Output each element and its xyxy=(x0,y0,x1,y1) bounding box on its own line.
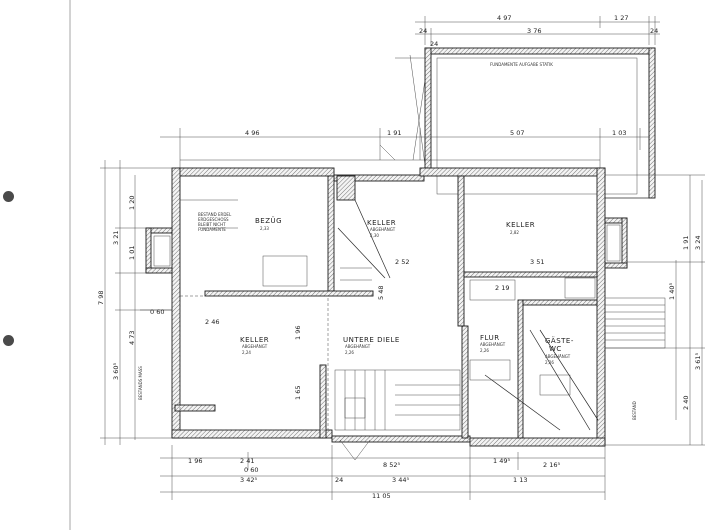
dim-top-3-76: 3 76 xyxy=(527,27,541,35)
dim-left-3-60: 3 60⁵ xyxy=(112,363,120,380)
binder-hole-bottom xyxy=(3,335,14,346)
room-gaeste-name: GÄSTE- xyxy=(545,336,574,345)
dim-left-3-21: 3 21 xyxy=(112,231,120,245)
dim-bot-1-13: 1 13 xyxy=(513,476,527,484)
dim-left-0-60: 0 60 xyxy=(150,308,164,316)
dim-mid-1-03: 1 03 xyxy=(612,129,626,137)
note-fundament: FUNDAMENTE AUFGABE STATIK xyxy=(490,62,553,67)
dim-in-2-19: 2 19 xyxy=(495,284,509,292)
dim-right-1-91: 1 91 xyxy=(682,236,690,250)
dim-bot-2-41: 2 41 xyxy=(240,457,254,465)
dim-bot-1-49: 1 49⁵ xyxy=(493,457,510,465)
dim-mid-1-91: 1 91 xyxy=(387,129,401,137)
room-untere-diele-area: 2,26 xyxy=(345,350,354,355)
dim-bot-8-52: 8 52⁵ xyxy=(383,461,400,469)
dim-in-1-96: 1 96 xyxy=(294,326,302,340)
dim-top-1-27: 1 27 xyxy=(614,14,628,22)
dim-bot-3-42: 3 42⁵ xyxy=(240,476,257,484)
room-keller-small-area: 2,30 xyxy=(370,233,379,238)
annex-foundation xyxy=(395,47,656,199)
dim-top-4-97: 4 97 xyxy=(497,14,511,22)
dim-top-24b: 24 xyxy=(650,27,658,35)
room-keller-main-area: 2,24 xyxy=(242,350,251,355)
room-gaeste-name2: WC xyxy=(549,345,562,353)
outer-walls xyxy=(171,167,606,447)
dim-left-4-73: 4 73 xyxy=(128,331,136,345)
note-left-vertical: BESTANDS MASS xyxy=(138,366,143,400)
bottom-dimension-lines xyxy=(160,439,606,500)
room-keller-right-area: 2,82 xyxy=(510,230,519,235)
dim-mid-4-96: 4 96 xyxy=(245,129,259,137)
note-bestand-1: BESTAND ERDEL xyxy=(198,212,232,217)
dim-in-2-46: 2 46 xyxy=(205,318,219,326)
top-dimension-lines xyxy=(415,16,660,45)
room-keller-small-name: KELLER xyxy=(367,219,396,227)
note-bestand-3: BLEIBT NICHT xyxy=(198,222,226,227)
room-keller-small-flag: ABGEHÄNGT xyxy=(370,227,396,232)
diagonal-lines xyxy=(337,144,599,431)
binder-hole-top xyxy=(3,191,14,202)
dim-bot-24: 24 xyxy=(335,476,343,484)
room-gaeste-area: 2,26 xyxy=(545,360,554,365)
dim-top-24c: 24 xyxy=(430,40,438,48)
dim-in-2-52: 2 52 xyxy=(395,258,409,266)
dim-bot-1-96: 1 96 xyxy=(188,457,202,465)
room-untere-diele-name: UNTERE DIELE xyxy=(343,336,400,344)
room-keller-right-name: KELLER xyxy=(506,221,535,229)
dim-right-2-40: 2 40 xyxy=(682,396,690,410)
note-right-vertical: BESTAND xyxy=(632,401,637,420)
right-dimension-lines xyxy=(605,174,705,446)
dim-bot-11-05: 11 05 xyxy=(372,492,391,500)
room-flur-name: FLUR xyxy=(480,334,500,342)
room-keller-main-flag: ABGEHÄNGT xyxy=(242,344,268,349)
dim-mid-5-07: 5 07 xyxy=(510,129,524,137)
note-bestand-2: ERDGESCHOSS xyxy=(198,217,229,222)
right-terrace xyxy=(604,297,666,349)
dim-right-3-24: 3 24 xyxy=(694,236,702,250)
dim-in-3-51: 3 51 xyxy=(530,258,544,266)
dim-right-1-40: 1 40⁵ xyxy=(668,283,676,300)
room-flur-flag: ABGEHÄNGT xyxy=(480,342,506,347)
dim-left-1-20: 1 20 xyxy=(128,196,136,210)
left-bay xyxy=(145,227,173,274)
dim-in-1-65: 1 65 xyxy=(294,386,302,400)
room-bezug-name: BEZÜG xyxy=(255,216,282,225)
right-bay xyxy=(604,217,628,269)
dim-in-5-48: 5 48 xyxy=(377,286,385,300)
room-outlines xyxy=(179,199,596,431)
interior-walls xyxy=(174,175,598,439)
dim-bot-2-16: 2 16⁵ xyxy=(543,461,560,469)
room-gaeste-flag: ABGEHÄNGT xyxy=(545,354,571,359)
mid-dimension-lines xyxy=(160,128,650,170)
room-bezug-area: 2,33 xyxy=(260,226,269,231)
dim-bot-0-60: 0 60 xyxy=(244,466,258,474)
dim-right-3-61: 3 61⁵ xyxy=(694,353,702,370)
dim-left-7-98: 7 98 xyxy=(97,291,105,305)
room-flur-area: 2,26 xyxy=(480,348,489,353)
dim-bot-3-44: 3 44⁵ xyxy=(392,476,409,484)
dim-left-1-01: 1 01 xyxy=(128,246,136,260)
left-dimension-lines xyxy=(100,160,172,445)
room-untere-diele-flag: ABGEHÄNGT xyxy=(345,344,371,349)
dim-top-24a: 24 xyxy=(419,27,427,35)
note-bestand-4: FUNDAMENTE xyxy=(198,227,226,232)
room-keller-main-name: KELLER xyxy=(240,336,269,344)
stairs xyxy=(334,369,461,431)
